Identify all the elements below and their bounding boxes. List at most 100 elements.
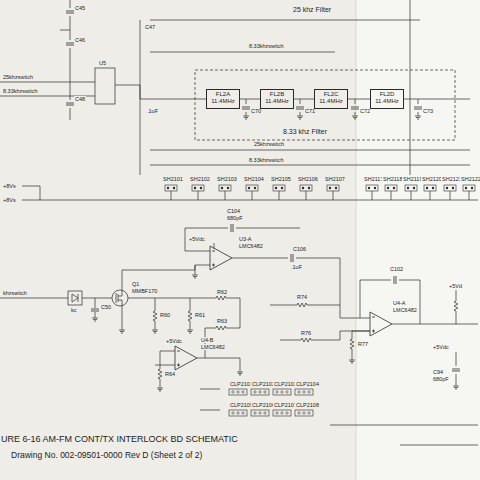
signal-wire bbox=[294, 99, 314, 100]
schematic-label: SH2106 bbox=[297, 176, 319, 182]
shunt-jumper bbox=[444, 185, 456, 191]
clip-connector bbox=[273, 410, 291, 416]
filter-text: FL2A bbox=[210, 91, 236, 98]
shunt-jumper bbox=[192, 185, 204, 191]
schematic-label: SH2103 bbox=[216, 176, 238, 182]
wire bbox=[72, 294, 78, 302]
schematic-label: C104 bbox=[226, 208, 241, 214]
component-symbol bbox=[300, 338, 312, 342]
schematic-label: SH2105 bbox=[270, 176, 292, 182]
shunt-jumper bbox=[385, 185, 397, 191]
schematic-label: SH2101 bbox=[162, 176, 184, 182]
schematic-label: +5Vdc bbox=[432, 344, 450, 350]
schematic-label: C73 bbox=[422, 108, 434, 114]
schematic-label: 680pF bbox=[432, 376, 450, 382]
wire bbox=[270, 280, 478, 386]
shunt-jumper bbox=[165, 185, 475, 191]
wire bbox=[0, 265, 240, 358]
component-symbol bbox=[231, 224, 233, 232]
wire bbox=[112, 290, 128, 306]
schematic-label: .1uF bbox=[290, 264, 303, 270]
schematic-label: 8.33khzswitch bbox=[248, 157, 285, 163]
wire bbox=[0, 0, 478, 445]
clip-connector bbox=[273, 389, 291, 395]
wire bbox=[150, 150, 470, 165]
filter-text: FL2C bbox=[318, 91, 344, 98]
schematic-label: SH2118 bbox=[382, 176, 403, 182]
filter-text: 11.4MHz bbox=[210, 98, 236, 105]
schematic-label: C47 bbox=[144, 24, 156, 30]
component-symbol bbox=[152, 330, 158, 333]
shunt-jumper bbox=[246, 185, 258, 191]
wire bbox=[22, 186, 478, 200]
wire bbox=[155, 351, 240, 388]
schematic-label: R61 bbox=[194, 312, 206, 318]
wire bbox=[60, 0, 70, 120]
component-symbol bbox=[352, 116, 358, 119]
signal-wire bbox=[348, 99, 370, 100]
schematic-label: R60 bbox=[159, 312, 171, 318]
schematic-label: U3-A bbox=[238, 236, 253, 242]
component-symbol bbox=[175, 346, 197, 370]
wire bbox=[95, 68, 115, 104]
shunt-jumper bbox=[273, 185, 285, 191]
component-symbol bbox=[296, 303, 308, 307]
component-symbol bbox=[188, 310, 192, 322]
clip-connector bbox=[229, 410, 247, 416]
schematic-label: R64 bbox=[164, 371, 176, 377]
schematic-label: +5Vd bbox=[448, 283, 463, 289]
schematic-label: 25khzswitch bbox=[253, 141, 285, 147]
schematic-label: SH2122 bbox=[460, 176, 480, 182]
shunt-jumper bbox=[327, 185, 339, 191]
schematic-label: khzswitch bbox=[2, 290, 28, 296]
component-symbol bbox=[394, 276, 396, 284]
schematic-label: 8.33 khz Filter bbox=[282, 128, 328, 136]
paper-fold bbox=[356, 0, 357, 480]
component-symbol bbox=[242, 107, 250, 109]
schematic-label: CLP2108 bbox=[295, 402, 320, 408]
component-symbol bbox=[157, 388, 163, 391]
shunt-jumper bbox=[463, 185, 475, 191]
signal-wire bbox=[240, 99, 260, 100]
component-symbol bbox=[153, 310, 157, 322]
schematic-label: +8Vs bbox=[2, 197, 17, 203]
paper-left bbox=[0, 0, 356, 480]
schematic-label: +8Vs bbox=[2, 183, 17, 189]
clip-connector bbox=[251, 389, 269, 395]
figure-caption: URE 6-16 AM-FM CONT/TX INTERLOCK BD SCHE… bbox=[0, 435, 239, 445]
filter-box: FL2D11.4MHz bbox=[370, 89, 404, 109]
schematic-label: C106 bbox=[292, 246, 307, 252]
filter-text: 11.4MHz bbox=[374, 98, 400, 105]
wire bbox=[116, 290, 122, 306]
schematic-label: MMBF170 bbox=[131, 288, 158, 294]
schematic-label: C50 bbox=[100, 304, 112, 310]
shunt-jumper bbox=[366, 185, 378, 191]
filter-box: FL2B11.4MHz bbox=[260, 89, 294, 109]
component-symbol bbox=[66, 43, 74, 45]
component-symbol bbox=[415, 116, 421, 119]
schematic-label: SH2102 bbox=[189, 176, 211, 182]
schematic-label: C46 bbox=[74, 37, 86, 43]
filter-text: 11.4MHz bbox=[264, 98, 290, 105]
component-symbol bbox=[452, 369, 460, 371]
schematic-label: R77 bbox=[357, 341, 369, 347]
clip-connector bbox=[251, 410, 269, 416]
clip-connector bbox=[295, 389, 313, 395]
shunt-jumper bbox=[405, 185, 417, 191]
component-symbol bbox=[297, 116, 303, 119]
schematic-label: SH2107 bbox=[324, 176, 346, 182]
component-symbol bbox=[291, 254, 293, 262]
schematic-label: U5 bbox=[98, 60, 107, 66]
paper-right bbox=[356, 0, 480, 480]
wire bbox=[185, 228, 370, 318]
component-symbol bbox=[66, 11, 74, 13]
schematic-label: R62 bbox=[216, 289, 228, 295]
schematic-label: SH2104 bbox=[243, 176, 265, 182]
component-symbol bbox=[349, 360, 355, 363]
filter-text: 11.4MHz bbox=[318, 98, 344, 105]
schematic-label: R74 bbox=[296, 294, 308, 300]
filter-box: FL2A11.4MHz bbox=[206, 89, 240, 109]
schematic-label: SH2120 bbox=[421, 176, 443, 182]
shunt-jumper bbox=[300, 185, 312, 191]
